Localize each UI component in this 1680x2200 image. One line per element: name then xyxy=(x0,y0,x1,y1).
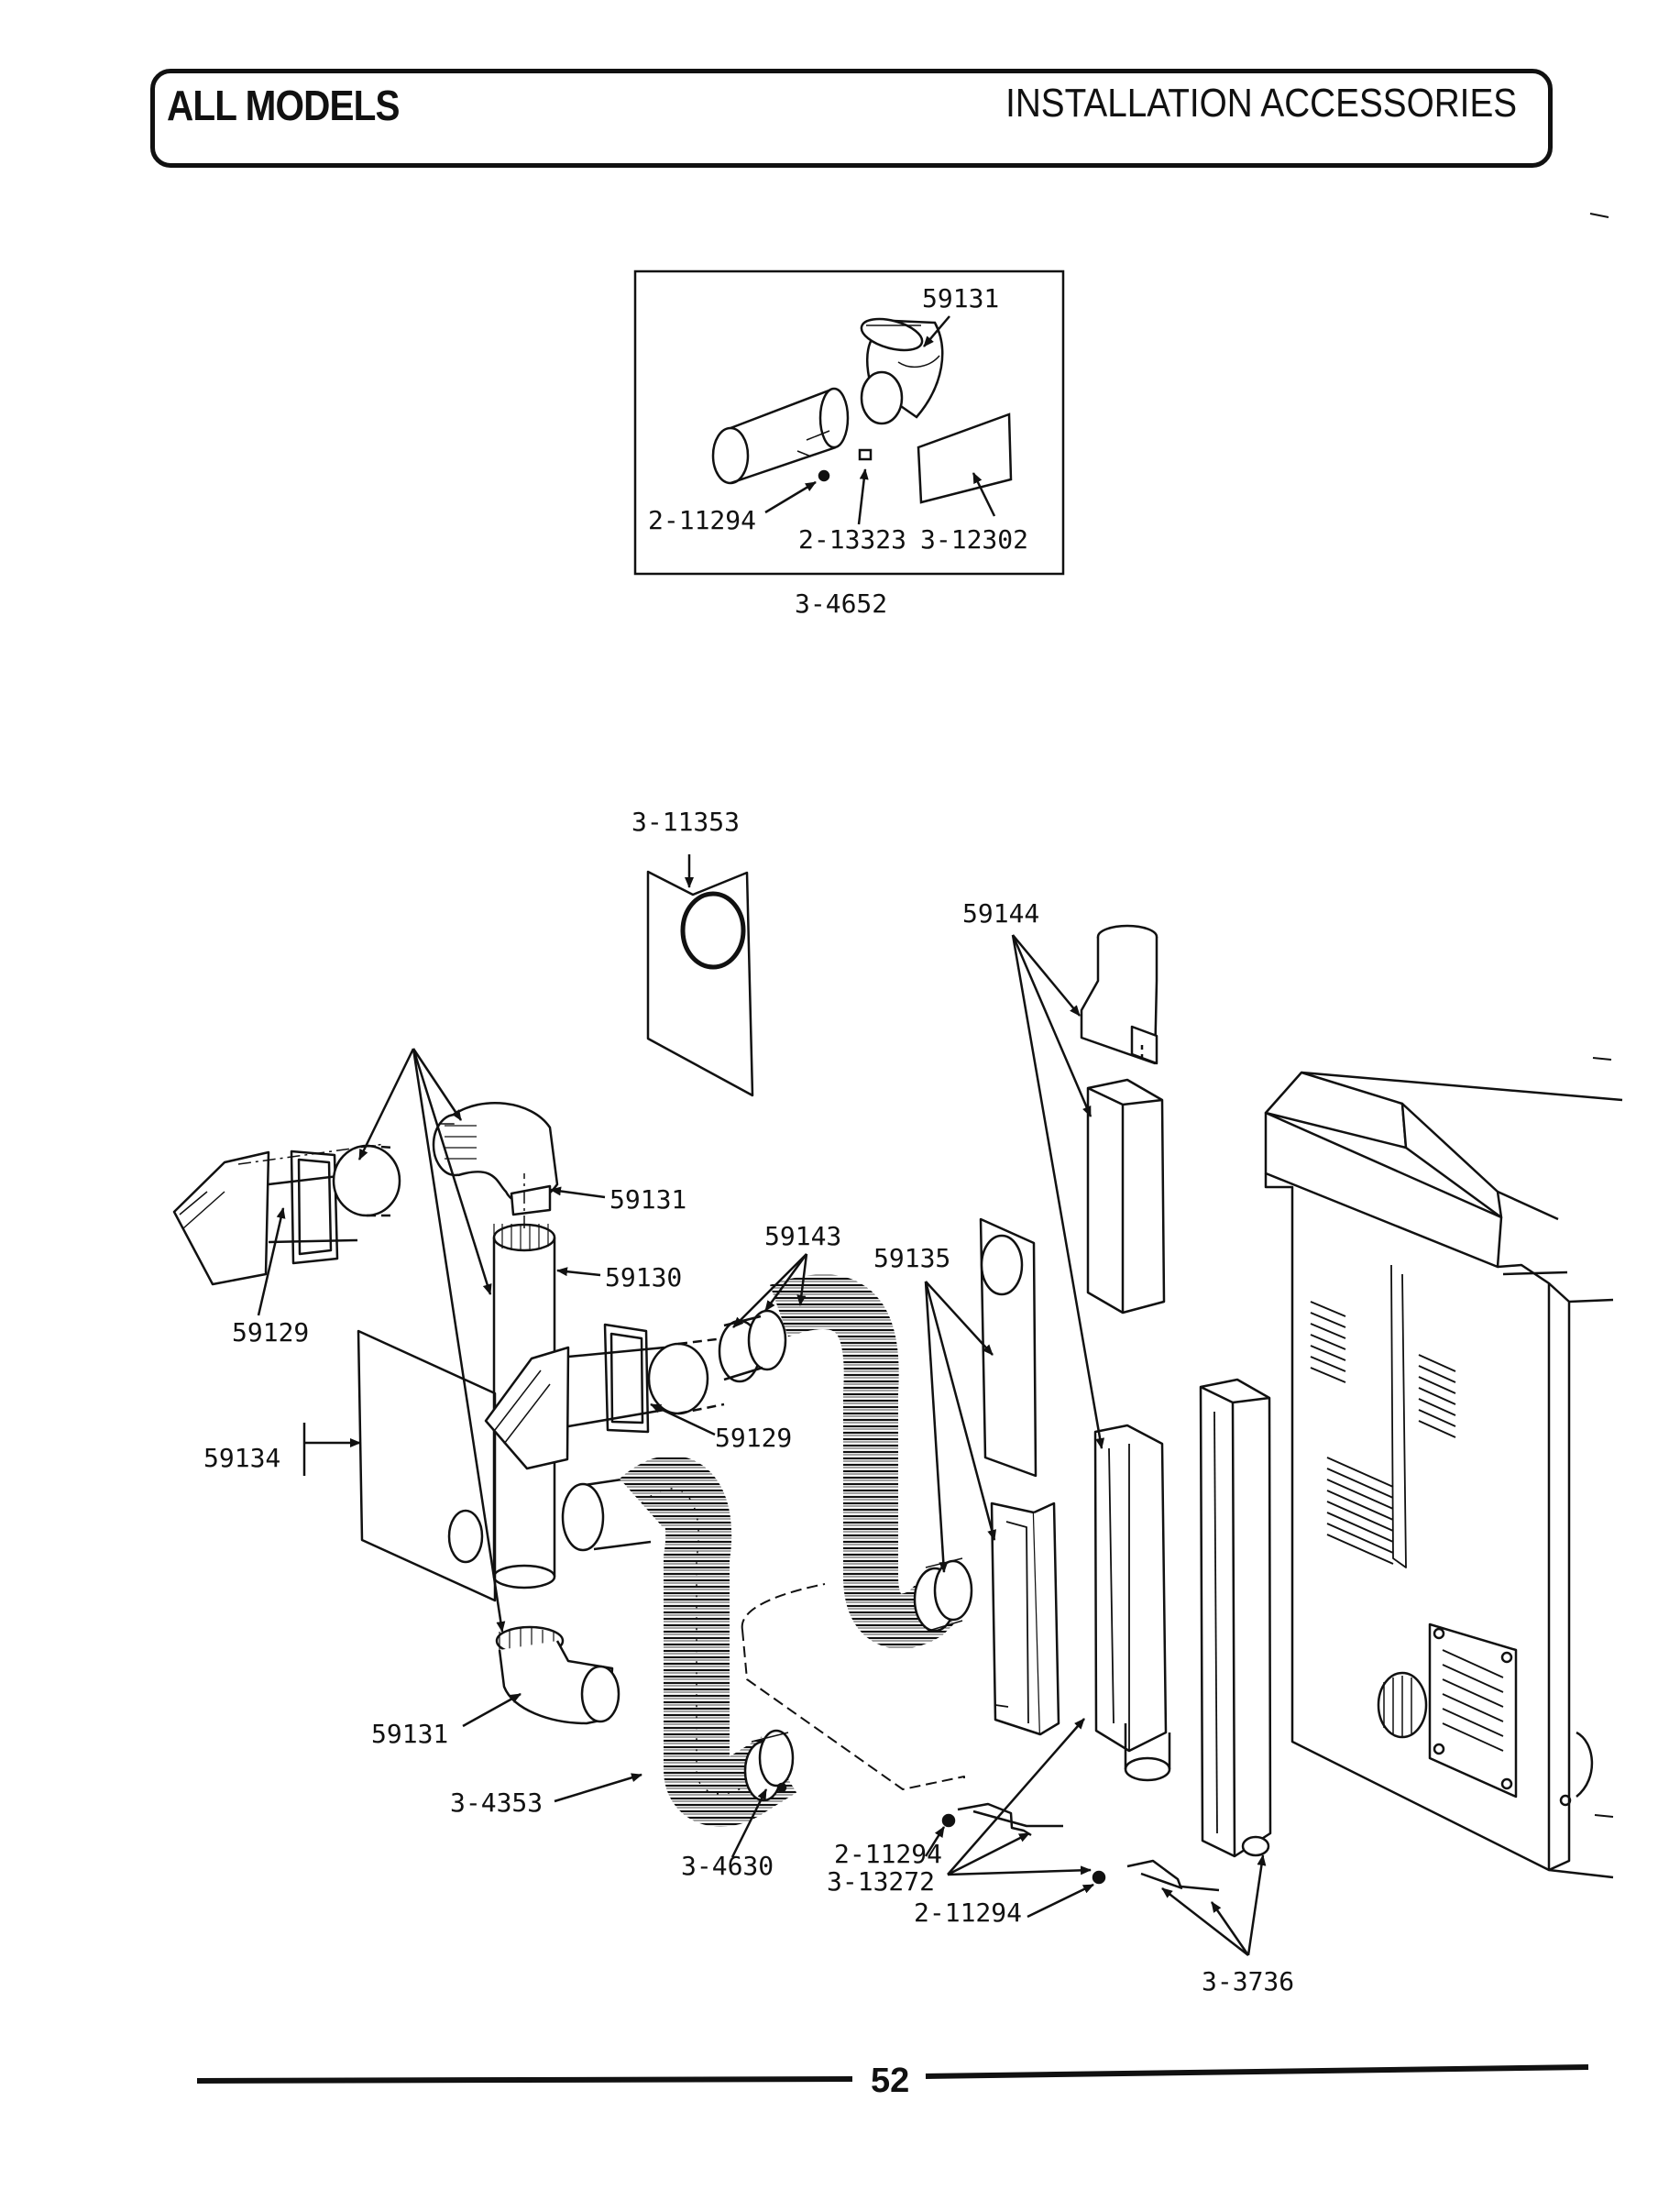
label-hood-center: 59129 xyxy=(715,1423,792,1453)
cabinet-vents xyxy=(1310,1301,1456,1565)
label-periscope-side: 59135 xyxy=(873,1243,950,1273)
bracket-a xyxy=(957,1802,1063,1837)
label-elbow-upper: 59131 xyxy=(609,1184,686,1215)
page-number: 52 xyxy=(871,2062,909,2100)
inset-label-screw: 2-11294 xyxy=(648,505,756,535)
periscope-side xyxy=(979,1217,1060,1736)
footer-rule xyxy=(196,2064,1589,2084)
dryer-cabinet xyxy=(1264,1071,1623,1879)
hood-center xyxy=(484,1323,725,1470)
section-title: INSTALLATION ACCESSORIES xyxy=(1005,81,1517,126)
inset-label-clip: 2-13323 xyxy=(798,524,906,555)
label-periscope-top: 59144 xyxy=(962,898,1039,929)
inset-screw xyxy=(818,469,830,482)
hood-upper xyxy=(172,1144,401,1286)
label-hood-upper: 59129 xyxy=(232,1317,309,1348)
elbow-lower xyxy=(495,1625,620,1725)
label-flex-duct: 3-4353 xyxy=(450,1788,543,1818)
margin-marks xyxy=(1589,213,1614,1818)
model-title: ALL MODELS xyxy=(167,82,400,129)
bracket-b xyxy=(1126,1859,1220,1892)
inset-kit xyxy=(633,270,1065,576)
clamp-lower xyxy=(743,1729,795,1802)
inset-label-card: 3-12302 xyxy=(920,524,1028,555)
inset-card xyxy=(917,412,1013,504)
main-drawing xyxy=(172,854,1623,1956)
shield-panel xyxy=(357,1329,497,1602)
wall-channel xyxy=(1199,1378,1272,1858)
screw-b xyxy=(1092,1870,1106,1885)
label-clamps: 59143 xyxy=(764,1221,841,1251)
label-screw-a: 2-11294 xyxy=(834,1839,942,1869)
label-bracket: 3-13272 xyxy=(827,1866,935,1897)
template-sheet xyxy=(646,870,754,1097)
screw-a xyxy=(941,1813,956,1828)
elbow-upper xyxy=(432,1101,559,1216)
inset-clip xyxy=(858,448,873,461)
flex-duct-upper xyxy=(770,1274,955,1649)
shield-hole xyxy=(447,1509,484,1564)
label-screw-b: 2-11294 xyxy=(914,1898,1022,1928)
inset-frame xyxy=(633,270,1065,576)
inset-kit-label: 3-4652 xyxy=(795,588,887,619)
label-pipe: 59130 xyxy=(605,1262,682,1292)
label-template: 3-11353 xyxy=(631,807,740,837)
inset-elbow xyxy=(860,317,944,425)
inset-label-elbow: 59131 xyxy=(922,283,999,314)
clamps-upper xyxy=(718,1309,787,1383)
label-clamp-lower: 3-4630 xyxy=(681,1851,774,1881)
inset-pipe xyxy=(711,387,850,485)
header-frame xyxy=(150,69,1553,168)
periscope-top xyxy=(1080,924,1171,1782)
flex-duct-lower xyxy=(620,1456,797,1827)
label-shield: 59134 xyxy=(203,1443,280,1473)
label-wall-bracket: 3-3736 xyxy=(1202,1966,1294,1996)
label-elbow-lower: 59131 xyxy=(371,1719,448,1749)
clamp-right xyxy=(913,1557,973,1633)
